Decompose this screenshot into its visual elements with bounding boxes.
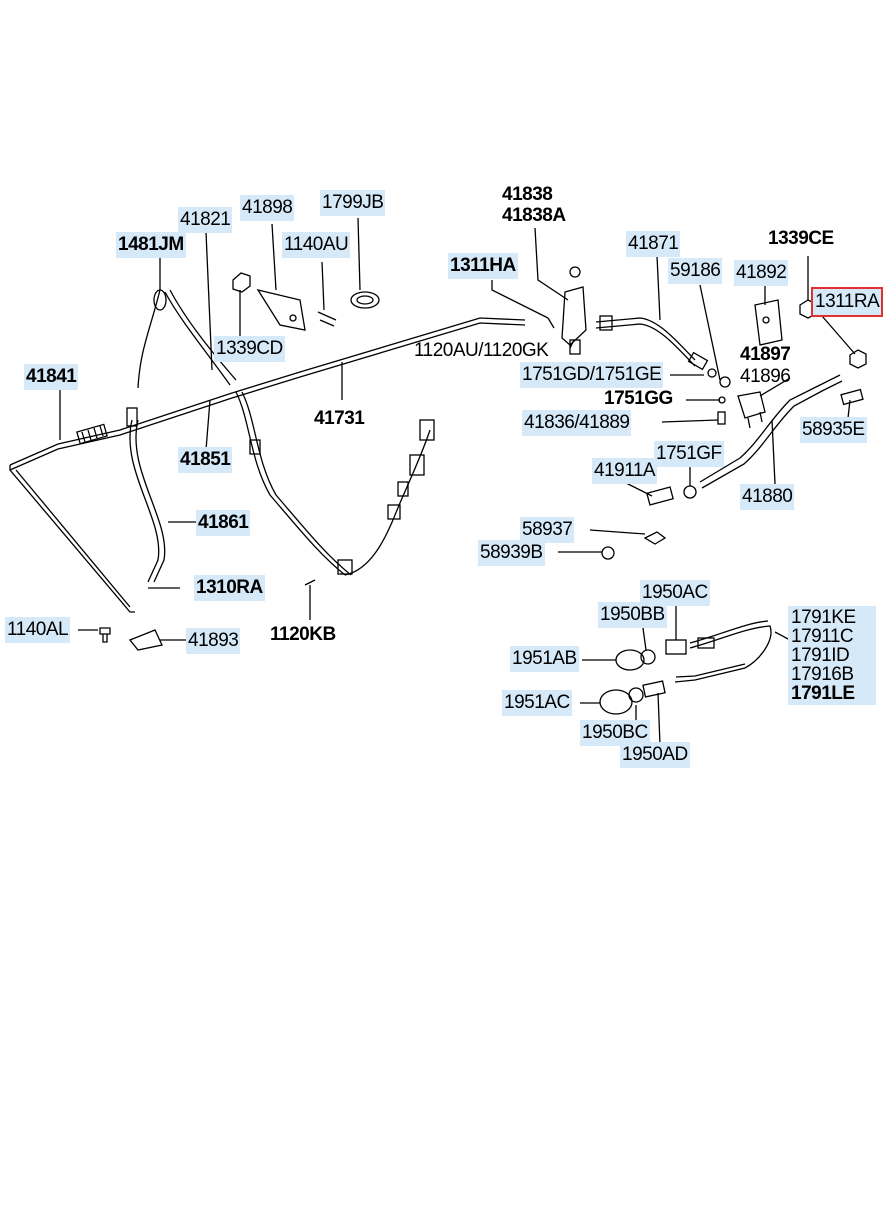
part-label-41896[interactable]: 41896 — [740, 366, 791, 387]
part-label-41851[interactable]: 41851 — [178, 447, 233, 473]
clip-1799JB-icon — [350, 291, 380, 309]
part-label-1791LE[interactable]: 1791LE — [791, 683, 855, 704]
part-label-1339CD[interactable]: 1339CD — [214, 336, 285, 362]
part-label-1951AB[interactable]: 1951AB — [510, 646, 579, 672]
bracket-41893-icon — [128, 629, 163, 651]
part-label-1950AD[interactable]: 1950AD — [620, 742, 690, 768]
part-label-1339CE[interactable]: 1339CE — [768, 228, 834, 249]
part-label-41911A[interactable]: 41911A — [592, 458, 658, 484]
part-label-17911C[interactable]: 17911C — [791, 626, 854, 647]
tee-41896-icon — [737, 391, 766, 419]
part-label-41892[interactable]: 41892 — [734, 260, 789, 286]
part-label-1950AC[interactable]: 1950AC — [640, 580, 710, 606]
part-label-1950BB[interactable]: 1950BB — [598, 602, 667, 628]
part-label-1311HA[interactable]: 1311HA — [448, 253, 518, 279]
part-label-41838[interactable]: 41838 — [502, 184, 553, 205]
spring-guard-icon — [76, 423, 108, 445]
part-label-1481JM[interactable]: 1481JM — [116, 232, 186, 258]
part-label-1751GD-1751GE[interactable]: 1751GD/1751GE — [520, 362, 664, 388]
part-label-59186[interactable]: 59186 — [668, 258, 723, 284]
part-label-41821[interactable]: 41821 — [178, 207, 233, 233]
bracket-icon — [153, 289, 167, 311]
part-label-41861[interactable]: 41861 — [196, 510, 251, 536]
part-label-1120KB[interactable]: 1120KB — [270, 624, 336, 645]
part-label-1310RA[interactable]: 1310RA — [194, 575, 265, 601]
part-label-1120AU-1120GK[interactable]: 1120AU/1120GK — [414, 340, 549, 361]
part-label-1791KE[interactable]: 1791KE — [791, 607, 856, 628]
part-label-1140AU[interactable]: 1140AU — [282, 232, 351, 258]
part-label-17916B[interactable]: 17916B — [791, 664, 854, 685]
nut-1339CD-icon — [232, 272, 251, 293]
part-label-41731[interactable]: 41731 — [314, 408, 365, 429]
part-label-41871[interactable]: 41871 — [626, 231, 681, 257]
part-label-58935E[interactable]: 58935E — [800, 417, 867, 443]
part-label-41880[interactable]: 41880 — [740, 484, 795, 510]
bracket-41838-icon — [561, 286, 587, 346]
part-label-1799JB[interactable]: 1799JB — [320, 190, 386, 216]
part-label-58939B[interactable]: 58939B — [478, 540, 545, 566]
part-label-41897[interactable]: 41897 — [740, 344, 791, 365]
part-label-1140AL[interactable]: 1140AL — [5, 617, 71, 643]
part-label-1751GG[interactable]: 1751GG — [604, 388, 673, 409]
part-label-41893[interactable]: 41893 — [186, 628, 241, 654]
part-label-1791ID[interactable]: 1791ID — [791, 645, 850, 666]
part-label-41838A[interactable]: 41838A — [502, 205, 566, 226]
part-label-58937[interactable]: 58937 — [520, 517, 575, 543]
part-label-1751GF[interactable]: 1751GF — [654, 441, 724, 467]
part-label-41898[interactable]: 41898 — [240, 195, 295, 221]
part-label-41841[interactable]: 41841 — [24, 364, 79, 390]
part-label-1951AC[interactable]: 1951AC — [502, 690, 572, 716]
pipe-41841 — [9, 317, 526, 466]
part-label-1950BC[interactable]: 1950BC — [580, 720, 650, 746]
bracket-41898-icon — [256, 288, 306, 331]
part-label-41836-41889[interactable]: 41836/41889 — [522, 410, 632, 436]
part-label-stack-1791[interactable]: 1791KE 17911C 1791ID 17916B 1791LE — [788, 606, 876, 705]
hose-1791-icon — [674, 625, 772, 683]
part-label-1311RA[interactable]: 1311RA — [811, 287, 884, 317]
bracket-41892-icon — [754, 299, 783, 346]
